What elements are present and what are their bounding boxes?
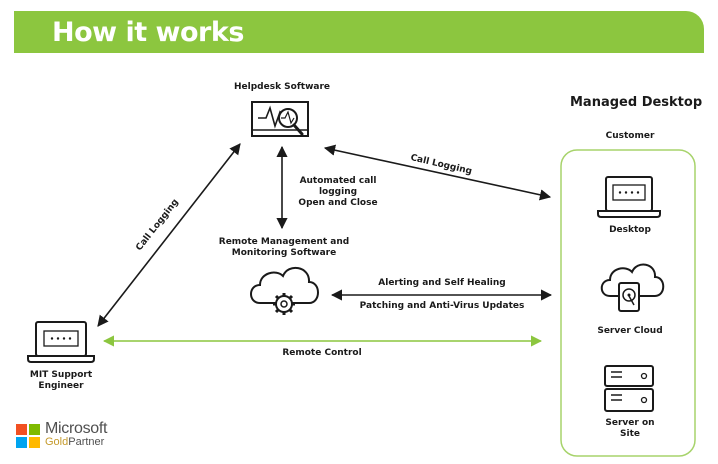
cloud-gear-icon xyxy=(250,266,319,315)
alerting-label: Alerting and Self Healing xyxy=(378,278,506,288)
arrow-engineer-helpdesk xyxy=(97,143,241,327)
server-rack-icon xyxy=(604,365,654,412)
managed-desktop-panel xyxy=(560,149,696,457)
rmm-label-line1: Remote Management and xyxy=(218,237,350,247)
helpdesk-label: Helpdesk Software xyxy=(234,82,330,92)
managed-desktop-title: Managed Desktop xyxy=(570,95,703,110)
rmm-label: Remote Management and Monitoring Softwar… xyxy=(210,237,358,259)
customer-label: Customer xyxy=(605,131,655,141)
desktop-label: Desktop xyxy=(609,225,651,235)
microsoft-squares-icon xyxy=(16,424,40,448)
automated-logging-label: Automated call logging Open and Close xyxy=(298,176,378,208)
server-cloud-label: Server Cloud xyxy=(597,326,663,336)
logo-tier: Gold xyxy=(45,436,69,448)
logo-name: Microsoft xyxy=(45,420,108,437)
server-on-site-label: Server on Site xyxy=(605,418,655,439)
engineer-label: MIT Support Engineer xyxy=(16,370,106,392)
cloud-server-icon xyxy=(600,263,665,312)
engineer-label-line2: Engineer xyxy=(38,381,84,391)
remote-control-label: Remote Control xyxy=(282,348,362,358)
arrow-helpdesk-customer xyxy=(323,144,552,201)
microsoft-gold-partner-logo: Microsoft GoldPartner xyxy=(16,420,116,452)
laptop-icon xyxy=(27,321,95,363)
patching-label: Patching and Anti-Virus Updates xyxy=(359,301,525,311)
logo-tier-line: GoldPartner xyxy=(45,436,104,448)
header-banner: How it works xyxy=(14,11,704,53)
laptop-icon xyxy=(597,176,661,218)
monitor-chart-icon xyxy=(251,101,309,137)
engineer-label-line1: MIT Support xyxy=(29,370,93,380)
logo-suffix: Partner xyxy=(68,436,105,448)
rmm-label-line2: Monitoring Software xyxy=(231,248,337,258)
page-title: How it works xyxy=(52,17,244,48)
